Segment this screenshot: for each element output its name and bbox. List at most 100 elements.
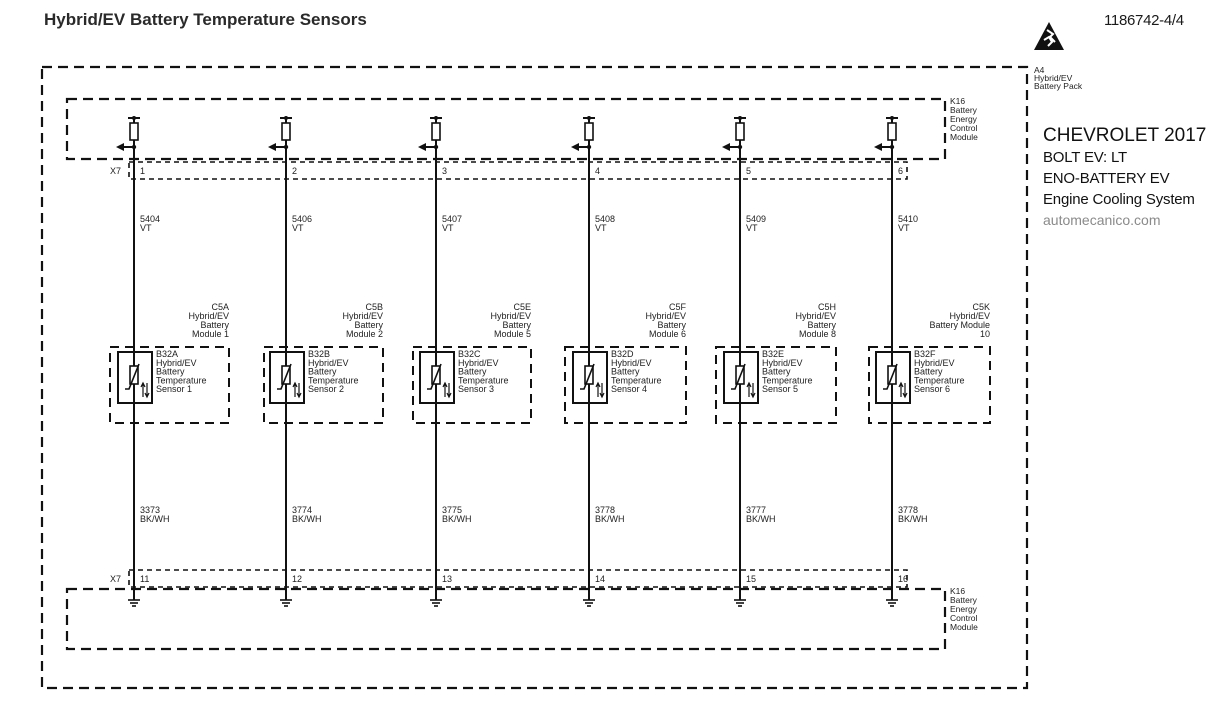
diagram-title: Hybrid/EV Battery Temperature Sensors: [44, 10, 367, 29]
battery-module-label-line: Hybrid/EV: [795, 311, 836, 321]
top-wire-color: VT: [595, 223, 607, 233]
connector-x7-bottom-label: X7: [110, 574, 121, 584]
signal-arrow-icon: [116, 143, 124, 151]
bottom-wire-color: BK/WH: [595, 514, 625, 524]
sensor-module-boundary: [868, 346, 991, 424]
bottom-circuit-number: 3778: [595, 505, 615, 515]
bottom-circuit-number: 3777: [746, 505, 766, 515]
top-wire-color: VT: [442, 223, 454, 233]
pullup-resistor-icon: [735, 122, 745, 141]
down-arrow-icon: [446, 383, 452, 399]
battery-pack-label-line: A4: [1034, 65, 1045, 75]
battery-module-label-line: Battery Module: [929, 320, 990, 330]
battery-module-label-line: Hybrid/EV: [949, 311, 990, 321]
splice-dot: [587, 116, 591, 120]
pullup-resistor-icon: [584, 122, 594, 141]
up-arrow-icon: [292, 381, 298, 397]
control-module-top-label-line: K16: [950, 96, 965, 106]
control-module-top-label-line: Battery: [950, 105, 978, 115]
pullup-resistor-icon: [431, 122, 441, 141]
top-wire-color: VT: [292, 223, 304, 233]
top-circuit-number: 5409: [746, 214, 766, 224]
vehicle-system: Engine Cooling System: [1043, 191, 1195, 208]
battery-module-label-line: C5E: [513, 302, 531, 312]
battery-module-label-line: Battery: [200, 320, 229, 330]
top-wire-color: VT: [140, 223, 152, 233]
control-module-bottom-label-line: Energy: [950, 604, 978, 614]
sensor-label-line: B32E: [762, 349, 784, 359]
down-arrow-icon: [599, 383, 605, 399]
top-pin-number: 2: [292, 166, 297, 176]
sensor-label-line: B32C: [458, 349, 481, 359]
bottom-circuit-number: 3778: [898, 505, 918, 515]
control-module-bottom-label-line: K16: [950, 586, 965, 596]
sensor-label-line: Battery: [308, 367, 337, 377]
up-arrow-icon: [898, 381, 904, 397]
battery-module-label-line: C5A: [211, 302, 229, 312]
bottom-pin-number: 15: [746, 574, 756, 584]
high-voltage-warning-icon: [1034, 22, 1064, 50]
sensor-label-line: Temperature: [611, 375, 662, 385]
thermistor-slash: [580, 363, 595, 390]
sensor-label-line: Battery: [914, 367, 943, 377]
sensor-label-line: Battery: [156, 367, 185, 377]
down-arrow-icon: [296, 383, 302, 399]
sensor-label-line: B32D: [611, 349, 634, 359]
thermistor-slash: [731, 363, 746, 390]
battery-module-label-line: Module 1: [192, 329, 229, 339]
sensor-label-line: Sensor 3: [458, 384, 494, 394]
pullup-resistor-icon: [281, 122, 291, 141]
battery-pack-label-line: Hybrid/EV: [1034, 73, 1073, 83]
sensor-label-line: Temperature: [914, 375, 965, 385]
ground-icon: [280, 599, 292, 607]
ground-icon: [128, 599, 140, 607]
signal-arrow-icon: [268, 143, 276, 151]
ground-icon: [430, 599, 442, 607]
top-circuit-number: 5406: [292, 214, 312, 224]
battery-module-label-line: C5F: [669, 302, 687, 312]
sensor-module-boundary: [564, 346, 687, 424]
sensor-label-line: Sensor 1: [156, 384, 192, 394]
sensor-module-boundary: [412, 346, 532, 424]
pullup-resistor-icon: [887, 122, 897, 141]
sensor-label-line: Temperature: [308, 375, 359, 385]
sensor-label-line: B32F: [914, 349, 936, 359]
battery-module-label-line: Module 8: [799, 329, 836, 339]
signal-arrow-icon: [874, 143, 882, 151]
signal-arrow-icon: [571, 143, 579, 151]
splice-dot: [132, 116, 136, 120]
bottom-wire-color: BK/WH: [898, 514, 928, 524]
battery-module-label-line: Battery: [354, 320, 383, 330]
vehicle-model: BOLT EV: LT: [1043, 149, 1127, 166]
top-pin-number: 4: [595, 166, 600, 176]
control-module-top-label-line: Energy: [950, 114, 978, 124]
battery-module-label-line: C5H: [818, 302, 836, 312]
battery-module-label-line: C5B: [365, 302, 383, 312]
bottom-pin-number: 14: [595, 574, 605, 584]
battery-module-label-line: Hybrid/EV: [342, 311, 383, 321]
sensor-label-line: Hybrid/EV: [156, 358, 197, 368]
sensor-label-line: Temperature: [156, 375, 207, 385]
down-arrow-icon: [750, 383, 756, 399]
ground-icon: [583, 599, 595, 607]
battery-module-label-line: Hybrid/EV: [490, 311, 531, 321]
sensor-label-line: Sensor 4: [611, 384, 647, 394]
bottom-wire-color: BK/WH: [292, 514, 322, 524]
up-arrow-icon: [140, 381, 146, 397]
control-module-bottom-boundary: [65, 587, 947, 651]
sensor-label-line: Temperature: [458, 375, 509, 385]
top-wire-color: VT: [898, 223, 910, 233]
bottom-wire-color: BK/WH: [140, 514, 170, 524]
top-pin-number: 5: [746, 166, 751, 176]
battery-module-label-line: Battery: [807, 320, 836, 330]
bottom-circuit-number: 3774: [292, 505, 312, 515]
control-module-bottom-label-line: Control: [950, 613, 978, 623]
watermark: automecanico.com: [1043, 212, 1161, 228]
